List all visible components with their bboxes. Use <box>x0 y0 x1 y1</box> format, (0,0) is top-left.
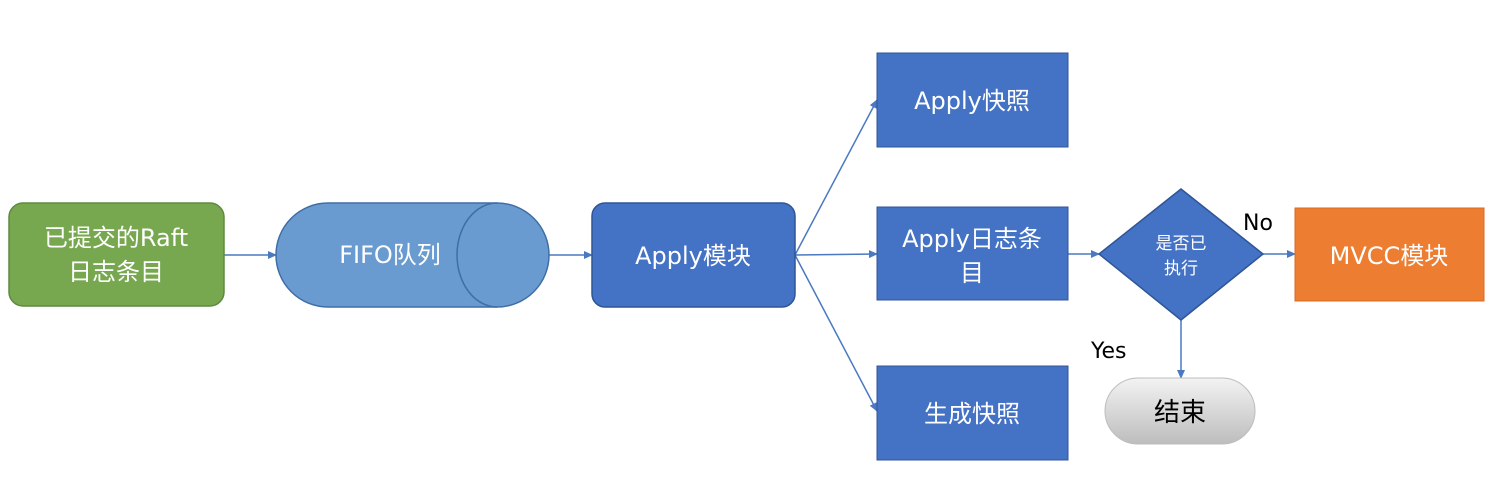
edges-group <box>224 99 1296 412</box>
fifo-queue-label: FIFO队列 <box>339 241 441 269</box>
decision-label-line1: 是否已 <box>1156 234 1207 254</box>
decision-label-line2: 执行 <box>1164 259 1198 279</box>
edge-label-yes: Yes <box>1090 339 1127 364</box>
node-committed-entries: 已提交的Raft 日志条目 <box>8 202 225 307</box>
node-end: 结束 <box>1104 377 1256 445</box>
node-apply-snapshot: Apply快照 <box>876 52 1069 148</box>
apply-log-entries-label-line2: 目 <box>960 259 984 287</box>
committed-entries-label-line1: 已提交的Raft <box>44 224 188 252</box>
edge-apply-to-snapshot <box>794 99 878 256</box>
generate-snapshot-label: 生成快照 <box>924 400 1020 428</box>
end-label: 结束 <box>1154 398 1206 428</box>
node-generate-snapshot: 生成快照 <box>876 365 1069 461</box>
apply-log-entries-label-line1: Apply日志条 <box>902 225 1042 253</box>
apply-snapshot-label: Apply快照 <box>914 87 1030 115</box>
apply-module-label: Apply模块 <box>635 242 751 270</box>
mvcc-module-label: MVCC模块 <box>1330 242 1449 270</box>
node-apply-log-entries: Apply日志条 目 <box>876 206 1069 301</box>
committed-entries-label-line2: 日志条目 <box>68 258 164 286</box>
node-fifo-queue: FIFO队列 <box>275 202 550 308</box>
node-mvcc-module: MVCC模块 <box>1294 207 1485 302</box>
edge-label-no: No <box>1243 211 1273 236</box>
edge-apply-to-log-entries <box>794 250 878 259</box>
node-decision: 是否已 执行 <box>1097 188 1265 321</box>
node-apply-module: Apply模块 <box>591 202 796 308</box>
edge-apply-to-generate-snapshot <box>794 254 878 412</box>
